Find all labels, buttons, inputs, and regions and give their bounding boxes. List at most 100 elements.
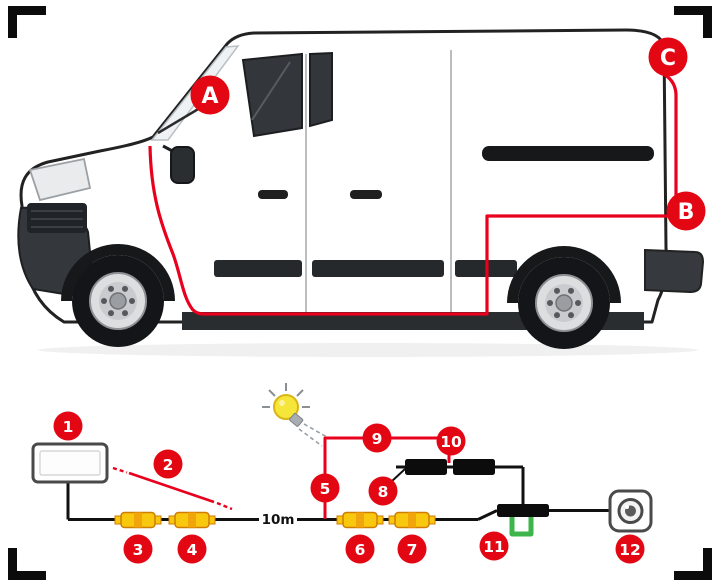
part-marker-11-label: 11 bbox=[483, 538, 505, 556]
cable-route-front-line bbox=[148, 145, 700, 316]
rca-connector-3 bbox=[114, 511, 162, 529]
part-marker-11: 11 bbox=[479, 531, 509, 561]
part-marker-5-label: 5 bbox=[320, 480, 331, 498]
rca-band bbox=[408, 512, 416, 528]
rca-tip bbox=[208, 515, 216, 525]
part-marker-10-circle bbox=[436, 426, 466, 456]
rear-bumper bbox=[644, 248, 705, 294]
part-marker-2-circle bbox=[153, 449, 183, 479]
part-marker-6-label: 6 bbox=[355, 541, 366, 559]
part-marker-3: 3 bbox=[123, 534, 153, 564]
part-marker-12-label: 12 bbox=[619, 541, 641, 559]
power-tap-wire-dash-end bbox=[216, 501, 233, 511]
bulb-highlight bbox=[279, 400, 285, 406]
rca-tip bbox=[336, 515, 344, 525]
rear-wheel bbox=[507, 246, 621, 349]
monitor-screen bbox=[39, 450, 101, 476]
part-marker-2-label: 2 bbox=[163, 456, 174, 474]
camera-lens-highlight bbox=[625, 505, 629, 509]
part-marker-10-label: 10 bbox=[440, 433, 462, 451]
hub bbox=[109, 292, 127, 310]
rca-tip bbox=[376, 515, 384, 525]
part-marker-7-label: 7 bbox=[407, 541, 418, 559]
bulb-leader-dashed-2 bbox=[298, 428, 323, 447]
rca-connector-7 bbox=[388, 511, 436, 529]
power-tap-wire-line bbox=[128, 471, 215, 504]
reverse-light-bulb-icon bbox=[262, 383, 327, 447]
camera-harness-connector bbox=[497, 504, 549, 517]
route-marker-b-circle bbox=[666, 191, 706, 231]
wheel-arch bbox=[507, 246, 621, 303]
crop-mark-top-right bbox=[674, 6, 712, 38]
side-molding-front-door bbox=[214, 260, 302, 277]
part-marker-7: 7 bbox=[397, 534, 427, 564]
splice-connector-left bbox=[405, 459, 447, 475]
cable-length-label-bg bbox=[259, 512, 297, 527]
front-wheel bbox=[61, 244, 175, 347]
part-marker-3-circle bbox=[123, 534, 153, 564]
part-marker-4: 4 bbox=[177, 534, 207, 564]
part-marker-11-circle bbox=[479, 531, 509, 561]
side-molding-sliding-door bbox=[312, 260, 444, 277]
part-marker-4-label: 4 bbox=[187, 541, 198, 559]
cable-to-connector bbox=[477, 509, 498, 521]
van-shadow bbox=[38, 343, 698, 357]
part-marker-1-circle bbox=[53, 411, 83, 441]
part-marker-10: 10 bbox=[436, 426, 466, 456]
part-marker-9-circle bbox=[362, 423, 392, 453]
crop-mark-bottom-right bbox=[674, 548, 712, 580]
part-marker-12: 12 bbox=[615, 534, 645, 564]
headlight bbox=[28, 157, 92, 202]
rca-tip bbox=[168, 515, 176, 525]
wheel-arch bbox=[61, 244, 175, 301]
bulb-rays bbox=[262, 383, 310, 408]
windshield-wiper bbox=[157, 106, 201, 135]
bulb-base bbox=[289, 413, 304, 427]
part-marker-8-circle bbox=[368, 476, 398, 506]
sliding-door-handle bbox=[350, 190, 382, 199]
front-door-handle bbox=[258, 190, 288, 199]
part-marker-5-circle bbox=[310, 473, 340, 503]
route-marker-c: C bbox=[648, 37, 688, 77]
quarter-window bbox=[309, 51, 333, 128]
part-marker-3-label: 3 bbox=[133, 541, 144, 559]
route-marker-b: B bbox=[666, 191, 706, 231]
part-marker-12-circle bbox=[615, 534, 645, 564]
part-marker-2: 2 bbox=[153, 449, 183, 479]
part-marker-8-label: 8 bbox=[378, 483, 389, 501]
sliding-door-rail bbox=[482, 146, 654, 161]
route-marker-a: A bbox=[190, 75, 230, 115]
green-release-clip bbox=[509, 517, 534, 537]
part-marker-6: 6 bbox=[345, 534, 375, 564]
rca-tip bbox=[428, 515, 436, 525]
route-marker-b-label: B bbox=[678, 200, 695, 225]
lug-nuts bbox=[547, 287, 581, 319]
wiring-diagram: 10m bbox=[31, 383, 653, 564]
side-mirror bbox=[162, 144, 195, 184]
rca-band bbox=[356, 512, 364, 528]
rca-connector-4 bbox=[168, 511, 216, 529]
part-marker-7-circle bbox=[397, 534, 427, 564]
part-marker-4-circle bbox=[177, 534, 207, 564]
part-marker-5: 5 bbox=[310, 473, 340, 503]
bulb-leader-dashed-1 bbox=[303, 423, 327, 438]
splice-leader-line bbox=[390, 468, 406, 483]
driver-window bbox=[241, 52, 303, 138]
part-marker-6-circle bbox=[345, 534, 375, 564]
rca-band bbox=[134, 512, 142, 528]
rca-connector-6 bbox=[336, 511, 384, 529]
cable-length-label: 10m bbox=[262, 512, 295, 528]
power-tap-wire-dash-start bbox=[112, 466, 128, 474]
monitor bbox=[31, 442, 109, 484]
rca-tip bbox=[154, 515, 162, 525]
crop-marks bbox=[8, 6, 712, 580]
rca-tip bbox=[114, 515, 122, 525]
power-tap-wire bbox=[112, 466, 233, 511]
crop-mark-bottom-left bbox=[8, 548, 46, 580]
part-marker-9: 9 bbox=[362, 423, 392, 453]
crop-mark-top-left bbox=[8, 6, 46, 38]
part-marker-8: 8 bbox=[368, 476, 398, 506]
route-marker-a-label: A bbox=[201, 84, 218, 109]
part-marker-1-label: 1 bbox=[63, 418, 74, 436]
